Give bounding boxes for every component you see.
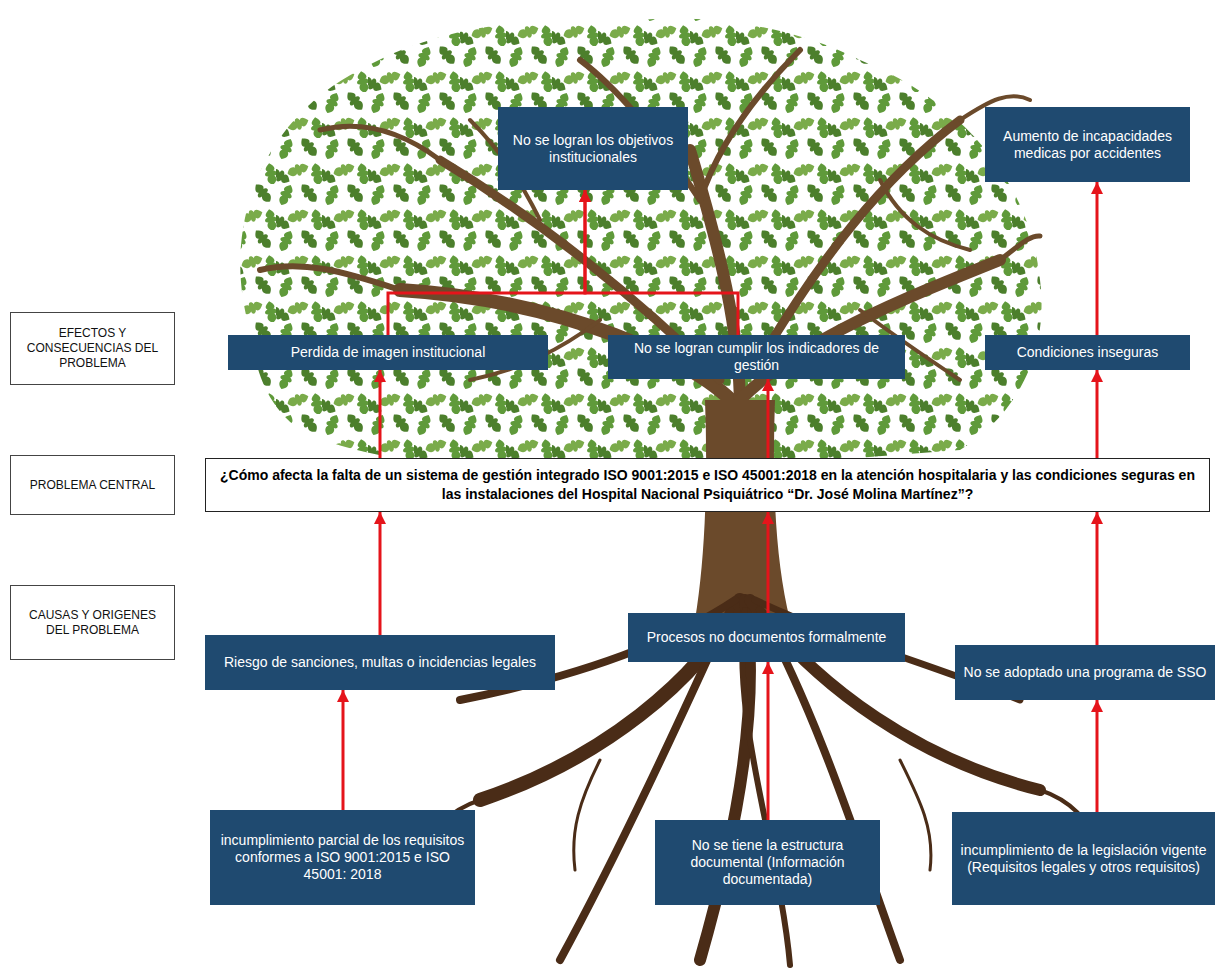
box-text: ¿Cómo afecta la falta de un sistema de g… xyxy=(214,466,1201,504)
arrow-connector xyxy=(767,379,770,458)
box-text: No se tiene la estructura documental (In… xyxy=(663,837,872,888)
tree-branch xyxy=(1000,236,1040,260)
problem-box: ¿Cómo afecta la falta de un sistema de g… xyxy=(205,458,1210,512)
section-label: EFECTOS Y CONSECUENCIAS DEL PROBLEMA xyxy=(10,312,175,385)
box-text: Condiciones inseguras xyxy=(1017,344,1159,361)
effect-box: Perdida de imagen institucional xyxy=(228,335,548,370)
effect-box: No se logran cumplir los indicadores de … xyxy=(608,335,905,379)
box-text: incumplimiento de la legislación vigente… xyxy=(960,842,1207,876)
box-text: PROBLEMA CENTRAL xyxy=(30,478,155,493)
box-text: Procesos no documentos formalmente xyxy=(647,629,887,646)
cause-box: Riesgo de sanciones, multas o incidencia… xyxy=(205,635,555,690)
tree-root xyxy=(574,760,600,870)
tree-root xyxy=(560,610,730,960)
arrow-connector xyxy=(767,662,770,820)
cause-box: No se adoptado una programa de SSO xyxy=(955,645,1215,700)
box-text: Aumento de incapacidades medicas por acc… xyxy=(993,128,1182,162)
box-text: Riesgo de sanciones, multas o incidencia… xyxy=(224,654,536,671)
arrow-connector xyxy=(767,512,770,613)
tree-branch xyxy=(880,180,970,250)
root-cause-box: incumplimiento parcial de los requisitos… xyxy=(210,810,475,905)
box-text: No se logran los objetivos institucional… xyxy=(506,132,680,166)
arrow-connector xyxy=(379,512,382,635)
arrow-connector xyxy=(342,690,345,810)
box-text: Perdida de imagen institucional xyxy=(291,344,486,361)
arrow-connector xyxy=(379,370,382,458)
root-cause-box: No se tiene la estructura documental (In… xyxy=(655,820,880,905)
arrow-connector xyxy=(585,190,738,335)
arrow-connector xyxy=(1096,370,1099,458)
arrow-connector xyxy=(1096,700,1099,812)
cause-box: Procesos no documentos formalmente xyxy=(628,613,905,662)
section-label: PROBLEMA CENTRAL xyxy=(10,455,175,515)
tree-branch xyxy=(260,266,400,290)
tree-branch xyxy=(700,50,800,200)
tree-root xyxy=(742,610,790,965)
tree-branch xyxy=(320,126,440,160)
tree-branch xyxy=(760,120,960,360)
box-text: CAUSAS Y ORIGENES DEL PROBLEMA xyxy=(17,608,168,638)
arrow-connector xyxy=(388,190,585,335)
effect-box: No se logran los objetivos institucional… xyxy=(498,107,688,190)
box-text: No se logran cumplir los indicadores de … xyxy=(616,340,897,374)
section-label: CAUSAS Y ORIGENES DEL PROBLEMA xyxy=(10,585,175,660)
tree-branches xyxy=(260,50,1040,410)
tree-canopy xyxy=(240,18,1041,473)
arrow-connector xyxy=(1096,182,1099,335)
root-cause-box: incumplimiento de la legislación vigente… xyxy=(952,812,1215,905)
effect-box: Condiciones inseguras xyxy=(985,335,1190,370)
box-text: No se adoptado una programa de SSO xyxy=(964,664,1207,681)
box-text: incumplimiento parcial de los requisitos… xyxy=(218,832,467,883)
effect-box: Aumento de incapacidades medicas por acc… xyxy=(985,107,1190,182)
box-text: EFECTOS Y CONSECUENCIAS DEL PROBLEMA xyxy=(17,326,168,371)
tree-root xyxy=(900,760,931,870)
arrow-connector xyxy=(1096,512,1099,645)
